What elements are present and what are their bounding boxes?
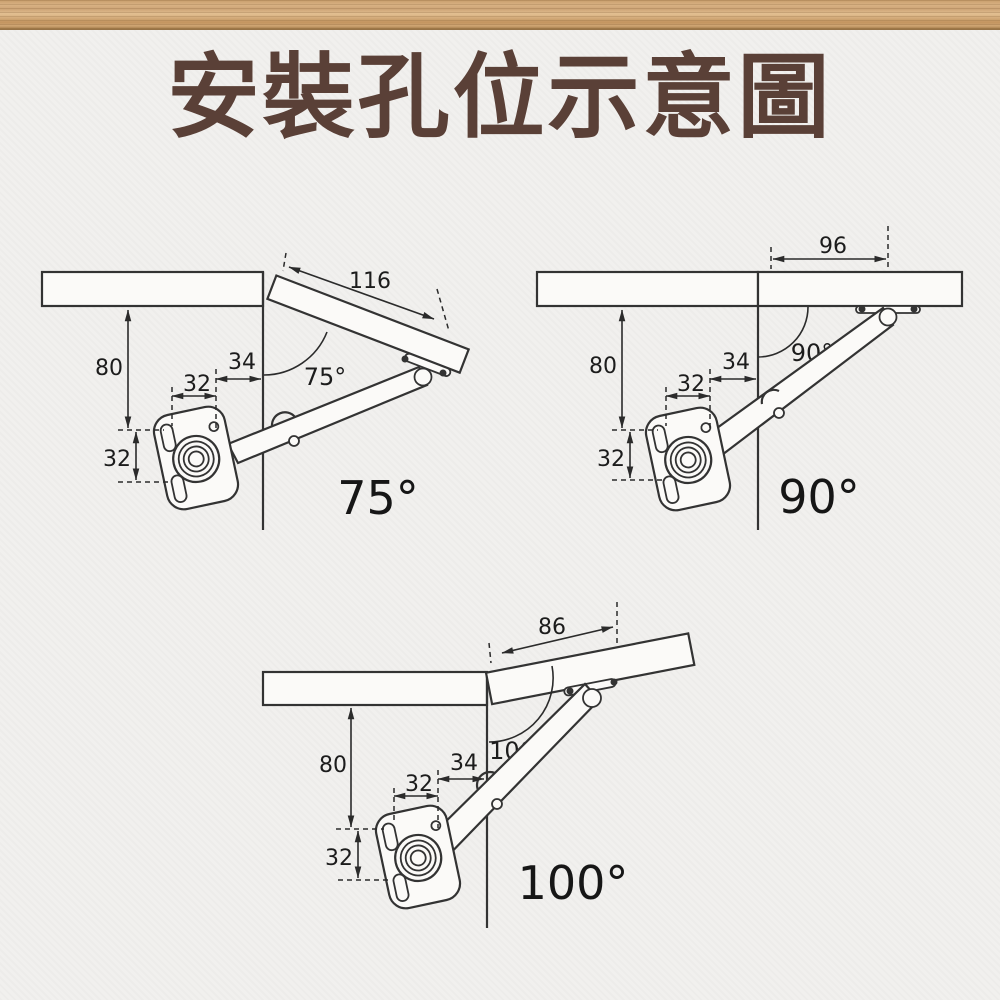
door-length-dimension: 86 [488,602,618,664]
bracket-slot-top [381,822,399,852]
wood-header-strip [0,0,1000,30]
angle-caption: 100° [518,856,629,910]
bracket-pilot-hole [430,820,442,832]
arm-pivot-circle [491,798,503,810]
hinge-foot [910,305,918,313]
bracket-slot-bottom [662,475,680,504]
angle-arc [488,665,554,743]
mount-bracket [644,406,732,512]
hole-pitch-h-label: 32 [405,772,433,797]
hinge-foot [401,355,409,363]
arm-end-circle [413,367,433,387]
hinge-foot [610,678,618,686]
hole-pitch-h-label: 32 [183,372,211,397]
diagram-100: 86 100° [261,602,696,928]
bracket-pilot-hole [208,421,220,433]
bracket-slot-top [159,423,177,453]
cabinet-top-panel [40,270,265,308]
bracket-slot-top [651,424,669,454]
hole-pitch-h-label: 32 [677,372,705,397]
extension-line [436,288,450,332]
arm-pivot-circle [773,407,785,419]
bracket-boss [172,434,221,484]
cabinet-top-panel [535,270,760,308]
mount-bracket [374,804,462,910]
offset-dimension-label: 34 [722,350,750,375]
bracket-slot-bottom [392,873,410,902]
support-arm [704,306,895,460]
depth-dimension-label: 80 [95,356,123,381]
door-length-label: 96 [819,234,847,259]
depth-dimension-label: 80 [589,354,617,379]
hinge-foot [566,687,574,695]
door-length-label: 86 [538,615,566,640]
arm-end-circle [878,307,898,327]
offset-dimension-label: 34 [450,751,478,776]
offset-dimension-label: 34 [228,350,256,375]
cabinet-top-panel [261,670,489,707]
arm-bump [270,411,296,427]
angle-label: 75° [304,363,347,391]
bracket-slot-bottom [170,474,188,503]
page-title: 安裝孔位示意圖 [167,44,833,151]
door-length-label: 116 [349,269,391,294]
mount-bracket [152,405,240,511]
arm-bump [760,388,780,405]
arm-end-circle [582,688,602,708]
hinge-foot [439,369,447,377]
hinge-foot [858,305,866,313]
hole-pitch-v-label: 32 [597,447,625,472]
diagram-90: 96 90° [535,226,964,530]
door-length-dimension: 116 [282,252,450,332]
door-length-dimension: 96 [770,226,889,271]
door-panel [756,270,964,308]
arm-pivot-circle [288,435,300,447]
angle-arc [263,331,328,376]
angle-caption: 90° [778,470,860,524]
angle-arc [757,306,809,358]
diagram-75: 116 75° [40,252,471,530]
bracket-boss [664,435,713,485]
extension-line [488,642,492,664]
hole-pitch-v-label: 32 [325,846,353,871]
bracket-boss [394,833,443,883]
depth-dimension-label: 80 [319,753,347,778]
hole-pitch-v-label: 32 [103,447,131,472]
extension-line [282,252,287,272]
angle-caption: 75° [337,471,419,525]
